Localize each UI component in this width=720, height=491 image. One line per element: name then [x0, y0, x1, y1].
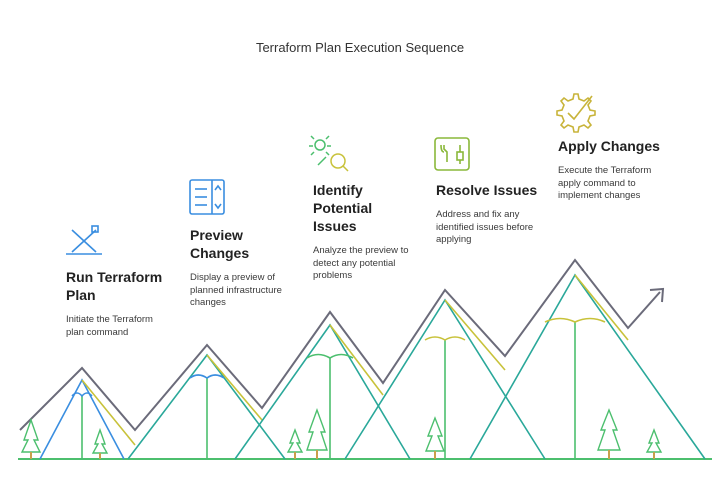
tree-1	[20, 417, 42, 459]
mountain-5	[469, 273, 706, 460]
gear-check-icon	[556, 93, 596, 133]
progress-arrow-path	[19, 258, 661, 432]
step-description: Address and fix any identified issues be…	[436, 209, 534, 245]
step-description: Analyze the preview to detect any potent…	[313, 245, 409, 281]
step-title: Identify Potential Issues	[313, 182, 373, 234]
mountain-4	[344, 298, 546, 460]
step-title: Run Terraform Plan	[66, 269, 163, 303]
step-resolve-issues: Resolve Issues Address and fix any ident…	[436, 181, 546, 247]
step-description: Execute the Terraform apply command to i…	[558, 165, 652, 201]
step-description: Display a preview of planned infrastruct…	[190, 272, 282, 308]
tree-6	[597, 408, 621, 459]
wrench-screwdriver-icon	[434, 137, 470, 171]
step-identify-potential-issues: Identify Potential Issues Analyze the pr…	[313, 181, 418, 283]
mountain-3	[234, 323, 411, 460]
document-scroll-icon	[189, 179, 225, 215]
tools-icon	[66, 225, 102, 255]
tree-3	[286, 428, 304, 459]
bug-magnifier-icon	[309, 135, 349, 172]
diagram-title: Terraform Plan Execution Sequence	[255, 40, 465, 55]
step-title: Preview Changes	[190, 227, 250, 261]
step-title: Apply Changes	[558, 138, 660, 154]
step-apply-changes: Apply Changes Execute the Terraform appl…	[558, 137, 678, 203]
tree-5	[424, 416, 446, 459]
tree-4	[306, 407, 328, 459]
tree-7	[645, 428, 663, 459]
step-preview-changes: Preview Changes Display a preview of pla…	[190, 226, 295, 310]
step-title: Resolve Issues	[436, 182, 538, 198]
arrow-head	[649, 287, 665, 303]
mountain-1	[39, 378, 136, 460]
step-description: Initiate the Terraform plan command	[66, 314, 153, 338]
step-run-terraform-plan: Run Terraform Plan Initiate the Terrafor…	[66, 268, 176, 339]
tree-2	[91, 427, 109, 459]
